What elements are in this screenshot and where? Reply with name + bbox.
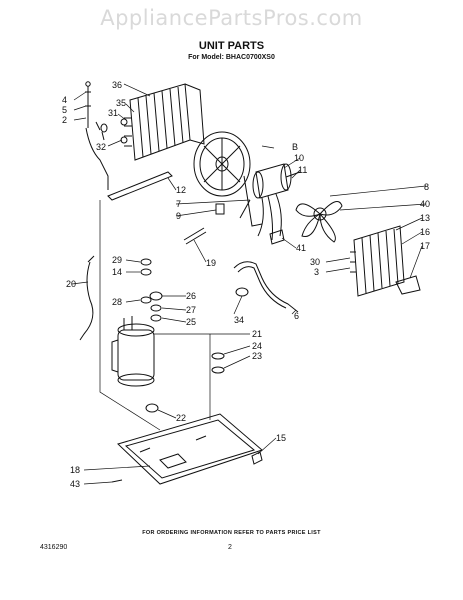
grommet-34 [235,287,249,297]
callout-22: 22 [176,413,186,423]
callout-16: 16 [420,227,430,237]
callout-5: 5 [62,105,67,115]
part-15 [251,451,263,465]
leader-lines [71,83,427,485]
wire-harness [79,255,95,341]
callout-31: 31 [108,108,118,118]
page-title: UNIT PARTS [198,40,265,52]
callout-15: 15 [276,433,286,443]
fan-motor [252,163,301,199]
page-number: 2 [228,544,232,551]
callout-36: 36 [112,80,122,90]
watermark: AppliancePartsPros.com [100,6,363,30]
motor-leads [257,193,282,241]
callout-2: 2 [62,115,67,125]
callout-35: 35 [116,98,126,108]
part-number: 4316290 [40,544,68,551]
callout-30: 30 [310,257,320,267]
callout-26: 26 [186,291,196,301]
washer-26 [149,291,163,301]
callout-18: 18 [70,465,80,475]
callout-34: 34 [234,315,244,325]
bolt [183,227,207,245]
callout-labels: 4 5 2 36 35 31 32 B 10 11 8 40 13 16 17 … [62,80,430,489]
blower-wheel [193,131,251,197]
callout-28: 28 [112,297,122,307]
callout-11: 11 [298,165,307,175]
callout-29: 29 [112,255,122,265]
clip [215,203,225,215]
callout-41: 41 [296,243,306,253]
callout-4: 4 [62,95,67,105]
grommet-23 [211,366,225,374]
model-line: For Model: BHAC0700XS0 [188,54,275,61]
washer-29 [140,258,152,266]
capillary-tube-assembly [85,81,109,190]
callout-24: 24 [252,341,262,351]
callout-32: 32 [96,142,106,152]
ordering-footnote: FOR ORDERING INFORMATION REFER TO PARTS … [142,530,321,536]
callout-12: 12 [176,185,186,195]
callout-13: 13 [420,213,430,223]
mount-22 [145,403,159,413]
tube-6 [233,261,299,313]
base-pan [117,413,263,485]
callout-14: 14 [112,267,122,277]
condenser-coil [120,83,205,161]
callout-43: 43 [70,479,80,489]
callout-9: 9 [176,211,181,221]
evaporator-coil [350,225,405,297]
callout-23: 23 [252,351,262,361]
callout-17: 17 [420,241,430,251]
callout-7: 7 [176,199,181,209]
washer-25 [150,314,162,322]
washer-27 [150,304,162,312]
callout-6: 6 [294,311,299,321]
compressor [111,316,155,387]
callout-19: 19 [206,258,216,268]
callout-20: 20 [66,279,76,289]
bracket-17 [395,275,421,295]
grommet-41 [269,229,285,245]
screw-43 [111,479,123,483]
callout-8: 8 [424,182,429,192]
callout-25: 25 [186,317,196,327]
callout-27: 27 [186,305,196,315]
grommet-24 [211,352,225,360]
callout-10: 10 [294,153,304,163]
washer-14 [140,268,152,276]
motor-bracket [239,175,263,227]
callout-B: B [292,142,298,152]
callout-3: 3 [314,267,319,277]
drain-strip [107,171,173,201]
washer-28 [140,296,152,304]
callout-40: 40 [420,199,430,209]
callout-21: 21 [252,329,262,339]
fan-blade [295,201,343,243]
